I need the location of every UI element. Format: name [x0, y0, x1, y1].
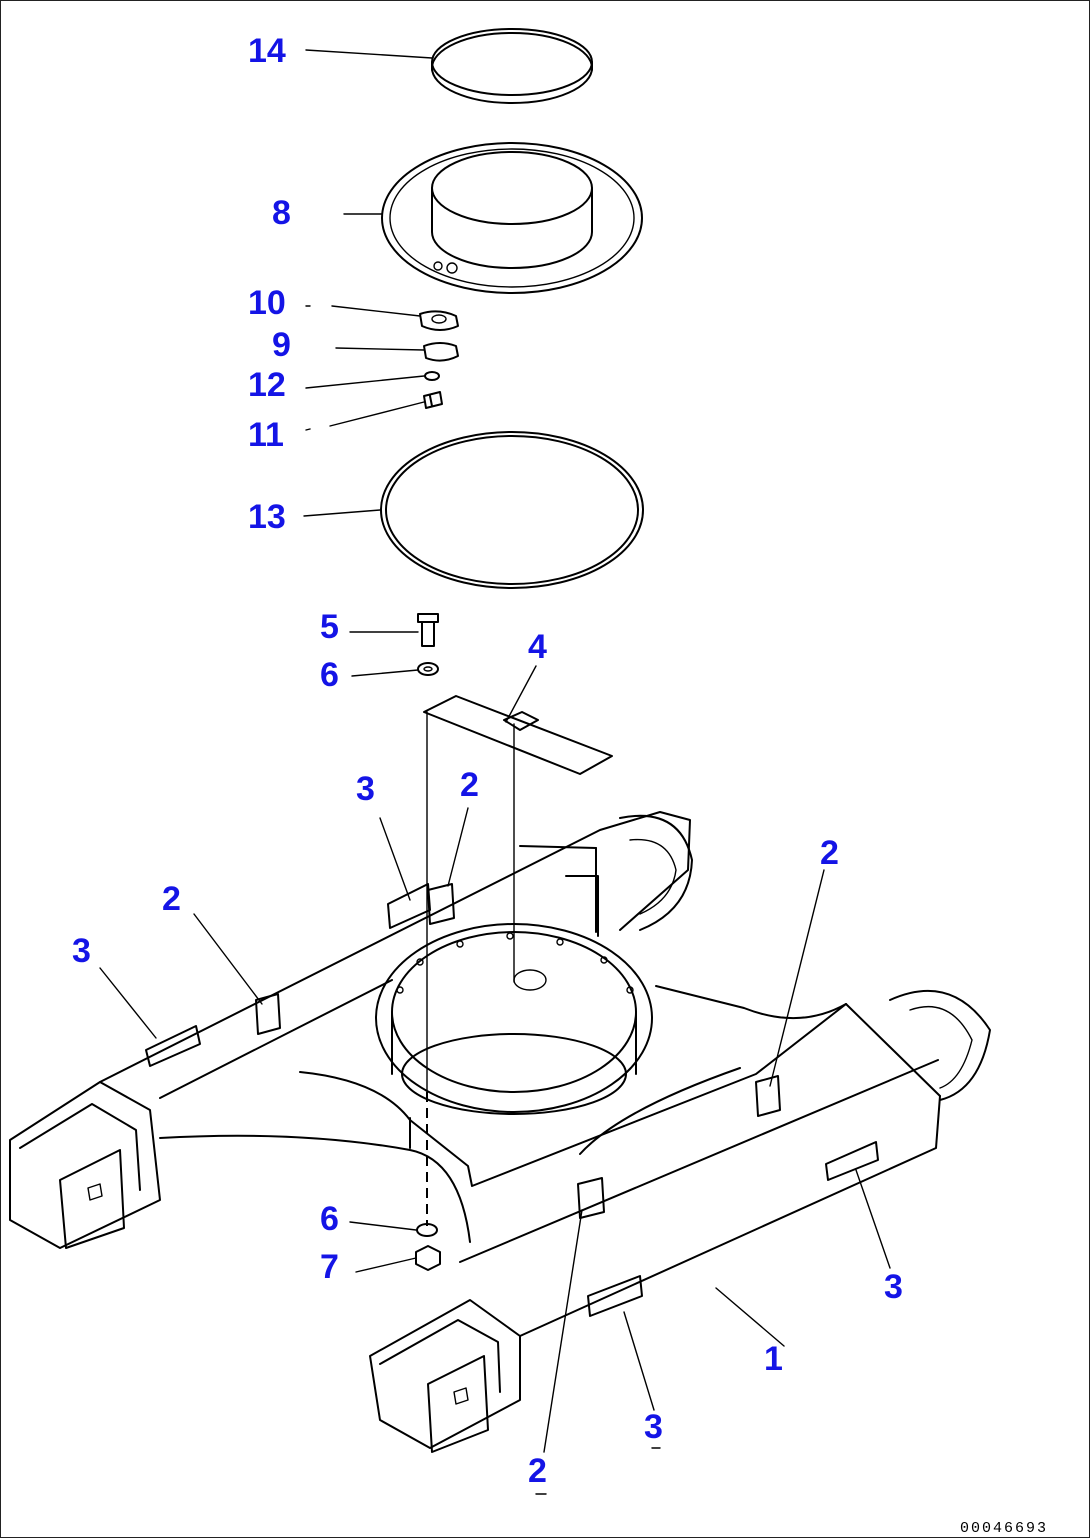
part-8-cover	[381, 142, 643, 294]
callout-labels: 14 8 10 9 12 11 13 5 6 4 3 2 2 2 3 6 7 3…	[72, 32, 903, 1490]
callout-2-right: 2	[820, 834, 839, 872]
callout-2-bottom: 2	[528, 1452, 547, 1490]
part-11-clip	[423, 391, 443, 409]
callout-1: 1	[764, 1340, 783, 1378]
callout-5: 5	[320, 608, 339, 646]
document-id: 00046693	[960, 1520, 1048, 1537]
part-6-washer-top	[417, 662, 439, 676]
part-14-ring	[431, 28, 593, 104]
callout-8: 8	[272, 194, 291, 232]
part-4-plate	[423, 695, 613, 775]
part-10-plate	[419, 310, 459, 331]
callout-9: 9	[272, 326, 291, 364]
callout-11: 11	[248, 416, 284, 454]
callout-7: 7	[320, 1248, 339, 1286]
part-7-nut	[415, 1245, 441, 1271]
assembly-lines	[426, 711, 515, 1226]
part-13-o-ring	[380, 431, 644, 589]
leader-lines	[99, 49, 891, 1495]
part-1-track-frame	[9, 811, 991, 1453]
callout-4: 4	[528, 628, 547, 666]
callout-2-left: 2	[162, 880, 181, 918]
part-12-washer	[424, 371, 440, 381]
callout-3-left: 3	[72, 932, 91, 970]
callout-3-upper: 3	[356, 770, 375, 808]
callout-3-bottom: 3	[644, 1408, 663, 1446]
callout-14: 14	[248, 32, 286, 70]
part-9-gasket	[423, 342, 459, 362]
callout-6-bottom: 6	[320, 1200, 339, 1238]
callout-3-right: 3	[884, 1268, 903, 1306]
callout-12: 12	[248, 366, 286, 404]
callout-13: 13	[248, 498, 286, 536]
callout-2-upper: 2	[460, 766, 479, 804]
part-6-washer-bottom	[416, 1223, 438, 1237]
part-5-bolt	[417, 613, 439, 647]
callout-10: 10	[248, 284, 286, 322]
callout-6-top: 6	[320, 656, 339, 694]
